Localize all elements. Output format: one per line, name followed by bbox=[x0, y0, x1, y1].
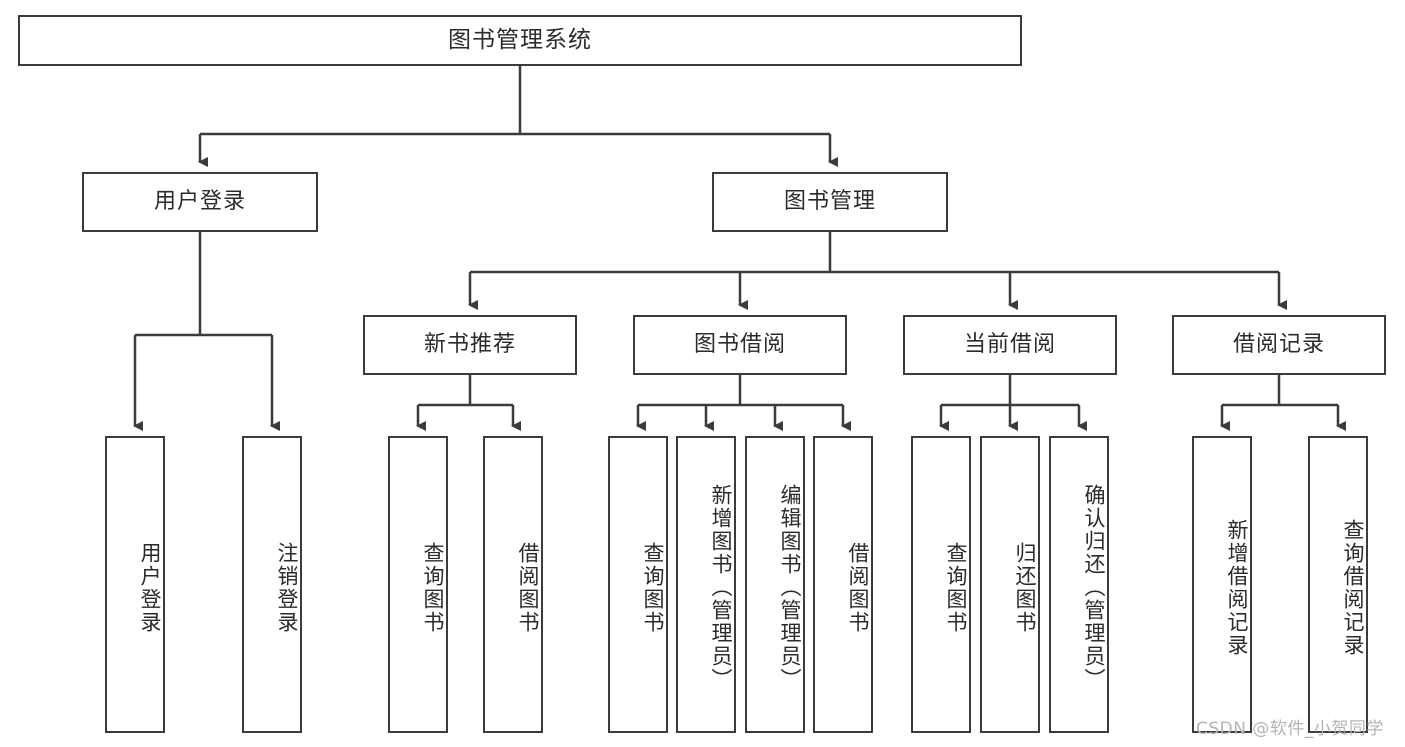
csdn-watermark: CSDN @软件_小贺同学 bbox=[1196, 719, 1384, 739]
node-current-borrow[interactable]: 当前借阅 bbox=[903, 315, 1117, 375]
leaf-add-book-admin[interactable]: 新增图书（管理员） bbox=[676, 436, 736, 733]
node-book-borrow[interactable]: 图书借阅 bbox=[633, 315, 847, 375]
leaf-user-logout[interactable]: 注销登录 bbox=[242, 436, 302, 733]
node-label: 借阅记录 bbox=[1232, 332, 1325, 358]
node-label: 查询图书 bbox=[944, 541, 968, 634]
node-root-system[interactable]: 图书管理系统 bbox=[18, 15, 1022, 66]
node-label: 注销登录 bbox=[275, 541, 299, 634]
node-label: 查询借阅记录 bbox=[1341, 518, 1365, 657]
leaf-query-borrow-record[interactable]: 查询借阅记录 bbox=[1308, 436, 1368, 733]
node-new-book-recommend[interactable]: 新书推荐 bbox=[363, 315, 577, 375]
node-book-management[interactable]: 图书管理 bbox=[712, 172, 948, 232]
leaf-confirm-return-admin[interactable]: 确认归还（管理员） bbox=[1049, 436, 1109, 733]
node-label: 用户登录 bbox=[138, 541, 162, 634]
node-borrow-record[interactable]: 借阅记录 bbox=[1172, 315, 1386, 375]
leaf-return-book[interactable]: 归还图书 bbox=[980, 436, 1040, 733]
node-label: 新增图书（管理员） bbox=[709, 484, 733, 691]
node-label: 借阅图书 bbox=[516, 541, 540, 634]
node-label: 图书管理系统 bbox=[448, 27, 592, 54]
leaf-add-borrow-record[interactable]: 新增借阅记录 bbox=[1192, 436, 1252, 733]
node-label: 新书推荐 bbox=[423, 332, 516, 358]
node-label: 确认归还（管理员） bbox=[1082, 484, 1106, 691]
node-label: 当前借阅 bbox=[963, 332, 1056, 358]
leaf-query-book-borrow[interactable]: 查询图书 bbox=[608, 436, 668, 733]
leaf-query-book-current[interactable]: 查询图书 bbox=[911, 436, 971, 733]
node-label: 编辑图书（管理员） bbox=[778, 484, 802, 691]
node-label: 查询图书 bbox=[641, 541, 665, 634]
node-label: 借阅图书 bbox=[846, 541, 870, 634]
node-label: 查询图书 bbox=[421, 541, 445, 634]
leaf-borrow-book[interactable]: 借阅图书 bbox=[813, 436, 873, 733]
node-label: 用户登录 bbox=[153, 189, 246, 215]
node-label: 归还图书 bbox=[1013, 541, 1037, 634]
node-user-login[interactable]: 用户登录 bbox=[82, 172, 318, 232]
node-label: 图书借阅 bbox=[693, 332, 786, 358]
leaf-edit-book-admin[interactable]: 编辑图书（管理员） bbox=[745, 436, 805, 733]
leaf-user-login[interactable]: 用户登录 bbox=[105, 436, 165, 733]
leaf-borrow-book-recommend[interactable]: 借阅图书 bbox=[483, 436, 543, 733]
leaf-query-book-recommend[interactable]: 查询图书 bbox=[388, 436, 448, 733]
node-label: 新增借阅记录 bbox=[1225, 518, 1249, 657]
node-label: 图书管理 bbox=[783, 189, 876, 215]
